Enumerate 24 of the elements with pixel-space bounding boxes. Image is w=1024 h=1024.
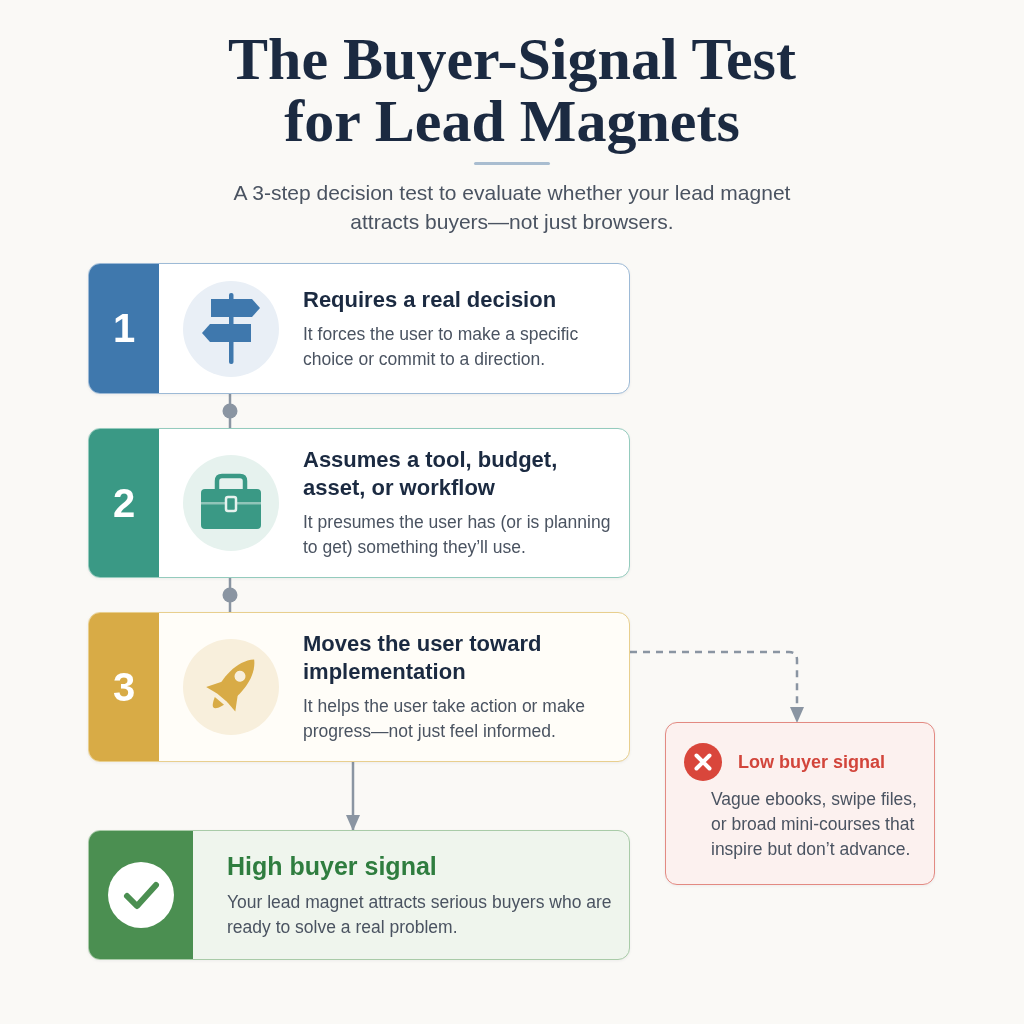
step-card [88, 428, 630, 578]
step-heading: Assumes a tool, budget, asset, or workflow [303, 446, 559, 502]
step-heading: Requires a real decision [303, 285, 558, 314]
title: The Buyer-Signal Test for Lead Magnets [227, 28, 797, 152]
result-description: Vague ebooks, swipe files, or broad mini-courses that inspire but don’t advance. [711, 788, 918, 861]
result-card [88, 830, 630, 960]
dashed-arrow [630, 650, 804, 723]
result-heading: Low buyer signal [738, 751, 886, 773]
step-description: It helps the user take action or make progress—not just feel informed. [303, 695, 587, 743]
result-heading: High buyer signal [227, 851, 438, 882]
step-card [88, 263, 630, 394]
result-description: Your lead magnet attracts serious buyers who are ready to solve a real problem. [227, 891, 613, 939]
step-heading: Moves the user toward implementation [303, 630, 543, 686]
step-number: 1 [89, 264, 159, 393]
step-number: 3 [89, 613, 159, 761]
arrow [346, 762, 360, 831]
step-description: It presumes the user has (or is planning to get) something they’ll use. [303, 511, 612, 559]
step-description: It forces the user to make a specific choice or commit to a direction. [303, 322, 580, 371]
step-number: 2 [89, 429, 159, 577]
step-card [88, 612, 630, 762]
subtitle: A 3-step decision test to evaluate whether your lead magnet attracts buyers—not just browsers. [232, 180, 792, 235]
connector-line [228, 578, 232, 612]
result-card [665, 722, 935, 885]
connector-line [228, 394, 232, 428]
